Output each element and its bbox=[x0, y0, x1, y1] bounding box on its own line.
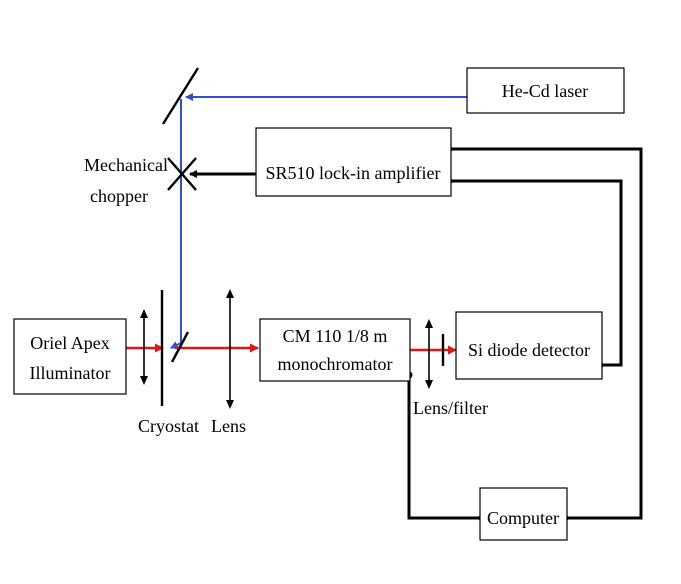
wire-monochromator-to-computer bbox=[407, 375, 479, 520]
lockin-amplifier-label: SR510 lock-in amplifier bbox=[266, 163, 441, 183]
monochromator-label-line2: monochromator bbox=[278, 354, 393, 374]
he-cd-laser-block: He-Cd laser bbox=[466, 67, 625, 114]
monochromator-label-line1: CM 110 1/8 m bbox=[283, 326, 388, 346]
chopper-icon bbox=[167, 157, 197, 191]
illuminator-label-line1: Oriel Apex bbox=[30, 333, 109, 353]
lens-label: Lens bbox=[211, 416, 246, 436]
illuminator-block: Oriel Apex Illuminator bbox=[13, 318, 127, 395]
he-cd-laser-label: He-Cd laser bbox=[502, 81, 588, 101]
lens-filter-label: Lens/filter bbox=[413, 398, 488, 418]
illuminator-label-line2: Illuminator bbox=[30, 363, 111, 383]
chopper-label-line1: Mechanical bbox=[84, 155, 168, 175]
computer-label: Computer bbox=[487, 508, 559, 528]
lens-1-arrowheads bbox=[140, 309, 148, 385]
si-diode-detector-block: Si diode detector bbox=[455, 311, 603, 380]
cryostat-label: Cryostat bbox=[138, 416, 199, 436]
steering-mirror bbox=[161, 67, 200, 125]
lockin-amplifier-block: SR510 lock-in amplifier bbox=[255, 127, 452, 197]
wire-lockin-to-computer bbox=[449, 147, 643, 520]
laser-beam-to-sample bbox=[170, 341, 182, 349]
laser-beam bbox=[170, 93, 470, 349]
chopper-label-line2: chopper bbox=[90, 186, 148, 206]
computer-block: Computer bbox=[479, 487, 568, 541]
monochromator-block: CM 110 1/8 m monochromator bbox=[259, 318, 411, 382]
sample-mirror bbox=[170, 331, 190, 363]
wire-lockin-to-detector bbox=[449, 179, 623, 367]
si-diode-detector-label: Si diode detector bbox=[468, 340, 590, 360]
